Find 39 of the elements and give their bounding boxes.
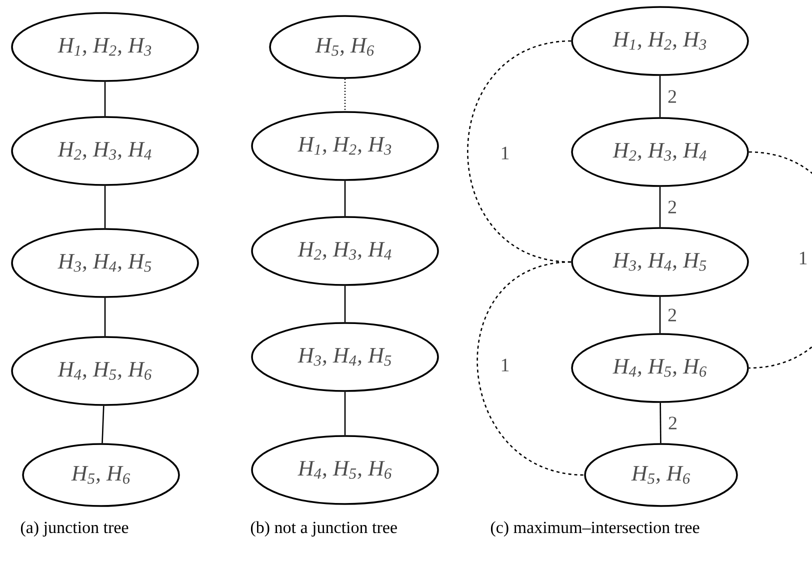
edge-label: 1 (800, 252, 807, 264)
edge-label: 2 (668, 90, 676, 103)
connector (659, 186, 661, 228)
edge-label: 1 (502, 146, 509, 160)
ellipse-node: H$_{4}$, H$_{5}$, H$_{6}$ (11, 336, 199, 406)
ellipse-node: H$_{3}$, H$_{4}$, H$_{5}$ (571, 227, 749, 297)
ellipse-node: H$_{1}$, H$_{2}$, H$_{3}$ (571, 6, 749, 76)
connector (104, 82, 106, 116)
caption: (b) not a junction tree (250, 521, 397, 537)
connector (102, 406, 104, 444)
ellipse-node: H$_{2}$, H$_{3}$, H$_{4}$ (571, 117, 749, 187)
edge-label: 1 (502, 358, 509, 372)
ellipse-node: H$_{5}$, H$_{6}$ (22, 443, 180, 507)
connector (344, 78, 346, 112)
edge-label: 2 (668, 200, 676, 214)
ellipse-node: H$_{1}$, H$_{2}$, H$_{3}$ (11, 12, 199, 82)
caption: (c) maximum–intersection tree (490, 521, 700, 537)
ellipse-node: H$_{2}$, H$_{3}$, H$_{4}$ (251, 216, 439, 286)
connector (659, 296, 661, 334)
ellipse-node: H$_{4}$, H$_{5}$, H$_{6}$ (251, 435, 439, 505)
ellipse-node: H$_{5}$, H$_{6}$ (584, 443, 738, 507)
connector (344, 392, 346, 436)
connector (476, 261, 584, 476)
ellipse-node: H$_{2}$, H$_{3}$, H$_{4}$ (11, 116, 199, 186)
edge-label: 2 (668, 308, 676, 322)
ellipse-node: H$_{5}$, H$_{6}$ (269, 15, 421, 79)
connector (344, 180, 346, 216)
connector (660, 402, 662, 444)
connector (659, 76, 661, 118)
ellipse-node: H$_{3}$, H$_{4}$, H$_{5}$ (11, 228, 199, 298)
ellipse-node: H$_{4}$, H$_{5}$, H$_{6}$ (571, 333, 749, 403)
connector (748, 151, 812, 369)
connector (344, 286, 346, 322)
ellipse-node: H$_{1}$, H$_{2}$, H$_{3}$ (251, 111, 439, 181)
ellipse-node: H$_{3}$, H$_{4}$, H$_{5}$ (251, 322, 439, 392)
edge-label: 2 (668, 416, 676, 430)
connector (104, 186, 106, 228)
connector (467, 40, 572, 263)
connector (104, 298, 106, 336)
